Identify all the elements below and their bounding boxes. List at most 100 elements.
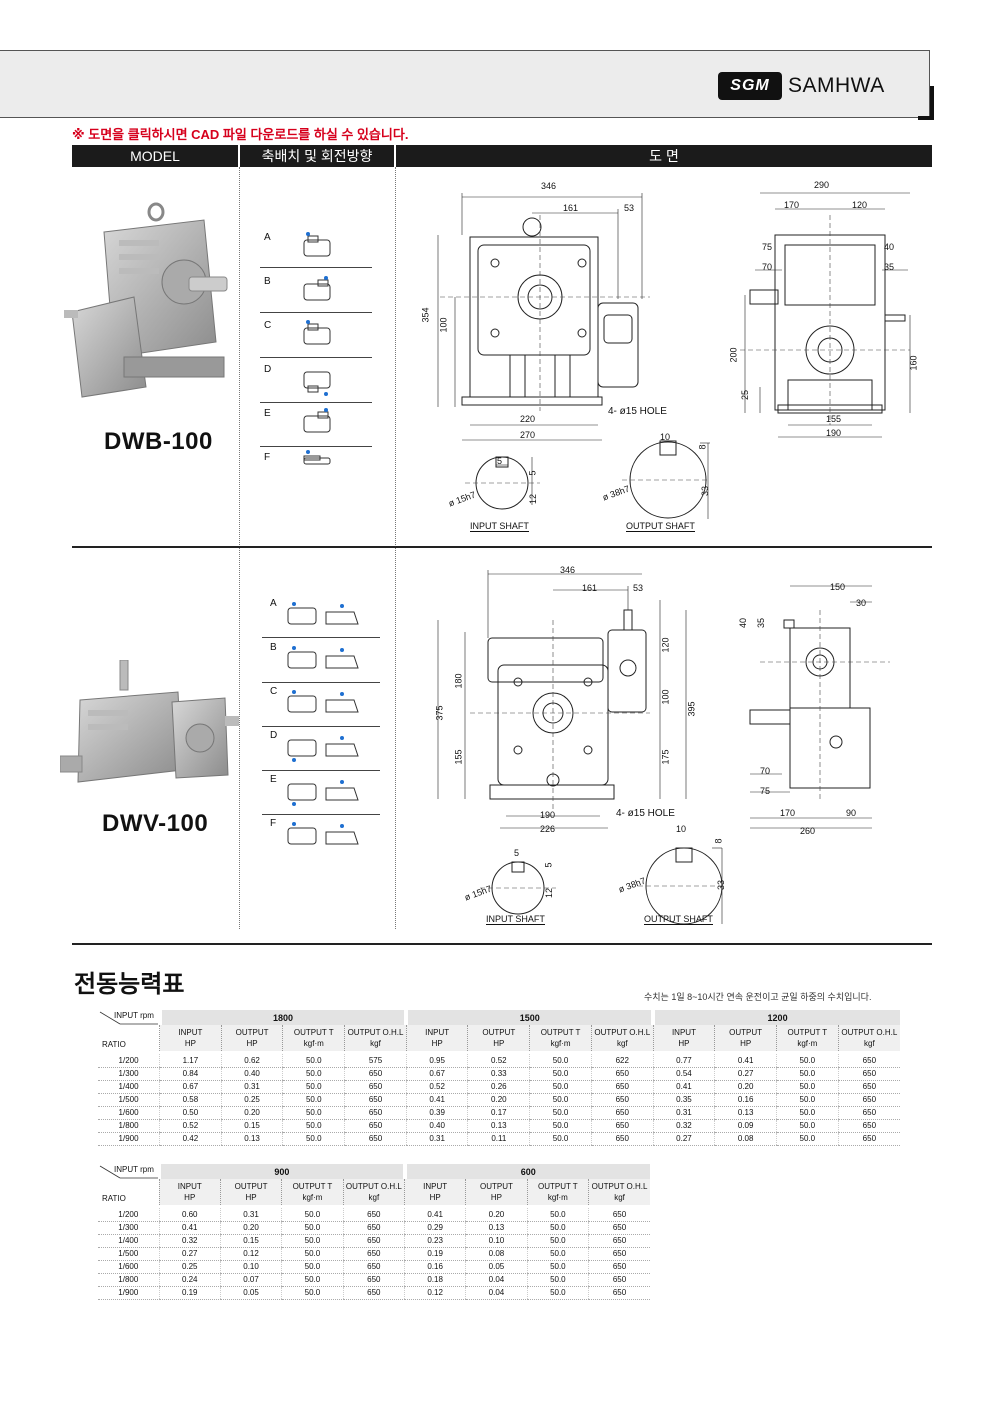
value-cell: 50.0 [529, 1106, 592, 1120]
value-cell: 650 [588, 1234, 650, 1248]
value-cell: 50.0 [529, 1067, 592, 1081]
dim-label: 5 [514, 848, 520, 858]
subheader-line-1: INPUT [178, 1028, 203, 1037]
value-cell: 50.0 [529, 1054, 592, 1068]
option-letter-f: F [264, 452, 271, 463]
subheader-line-2: HP [740, 1039, 752, 1048]
dim-label: 395 [686, 701, 697, 717]
ratio-cell: 1/200 [98, 1054, 160, 1068]
dim-label: 75 [762, 242, 773, 252]
section-divider-2 [72, 943, 932, 945]
corner-rpm-label: INPUT rpm [114, 1165, 154, 1174]
value-cell: 0.25 [220, 1093, 283, 1107]
value-cell: 0.15 [219, 1234, 282, 1248]
value-cell: 650 [344, 1106, 407, 1120]
dim-label: 226 [540, 824, 556, 834]
dim-label: 33 [716, 879, 727, 891]
value-cell: 650 [837, 1106, 900, 1120]
value-cell: 50.0 [281, 1208, 344, 1222]
value-cell: 0.07 [219, 1273, 282, 1287]
value-cell: 50.0 [282, 1067, 345, 1081]
value-cell: 50.0 [282, 1106, 345, 1120]
value-cell: 0.13 [467, 1119, 530, 1133]
option-separator [260, 312, 372, 313]
value-cell: 50.0 [775, 1119, 839, 1133]
model-name-dwb-100: DWB-100 [104, 428, 213, 455]
rpm-group-header: 1800 [157, 1010, 407, 1025]
dwv-100-product-photo[interactable] [60, 660, 240, 790]
ratio-cell: 1/800 [98, 1119, 160, 1133]
dwv-shaft-arrangement-icons[interactable] [284, 600, 374, 850]
value-cell: 50.0 [281, 1273, 344, 1287]
value-cell: 0.52 [467, 1054, 530, 1068]
dim-label: 30 [856, 598, 867, 608]
value-cell: 0.58 [159, 1093, 222, 1107]
value-cell: 0.09 [714, 1119, 777, 1133]
value-cell: 650 [344, 1119, 407, 1133]
value-cell: 0.40 [405, 1119, 468, 1133]
subheader-line-1: OUTPUT O.H.L [347, 1028, 404, 1037]
value-cell: 50.0 [526, 1260, 589, 1274]
value-cell: 50.0 [529, 1080, 592, 1094]
dim-label: 33 [700, 485, 711, 497]
dwb-100-product-photo[interactable] [64, 192, 244, 412]
value-cell: 0.20 [219, 1221, 282, 1235]
subheader-line-2: HP [429, 1193, 441, 1202]
value-cell: 0.19 [158, 1286, 221, 1300]
value-cell: 50.0 [282, 1080, 345, 1094]
value-cell: 0.15 [220, 1119, 283, 1133]
subheader-line-1: OUTPUT T [540, 1028, 581, 1037]
value-cell: 650 [342, 1208, 405, 1222]
subheader-line-1: OUTPUT T [292, 1182, 333, 1191]
option-separator [262, 682, 380, 683]
dim-label: 75 [760, 786, 771, 796]
value-cell: 0.04 [465, 1286, 528, 1300]
option-separator [262, 814, 380, 815]
value-cell: 0.50 [159, 1106, 222, 1120]
value-cell: 0.20 [465, 1208, 528, 1222]
rpm-group-header: 600 [402, 1164, 650, 1179]
option-letter-a: A [270, 598, 277, 609]
dim-label: 190 [826, 428, 842, 438]
value-cell: 650 [837, 1119, 900, 1133]
subheader-line-2: kgf [614, 1193, 625, 1202]
value-cell: 0.20 [467, 1093, 530, 1107]
value-cell: 0.16 [404, 1260, 466, 1274]
value-cell: 50.0 [282, 1119, 345, 1133]
value-cell: 0.04 [465, 1273, 528, 1287]
dwv-100-technical-drawing[interactable] [410, 570, 930, 940]
dim-label: 220 [520, 414, 536, 424]
value-cell: 650 [342, 1234, 405, 1248]
value-cell: 650 [342, 1273, 405, 1287]
value-cell: 50.0 [775, 1054, 839, 1068]
value-cell: 575 [344, 1054, 407, 1068]
subheader-line-2: kgf·m [303, 1039, 324, 1048]
value-cell: 50.0 [281, 1234, 344, 1248]
dwb-shaft-arrangement-icons[interactable] [296, 226, 340, 466]
value-cell: 622 [590, 1054, 654, 1068]
subheader-line-1: OUTPUT [234, 1182, 268, 1191]
value-cell: 0.52 [405, 1080, 468, 1094]
value-cell: 0.11 [467, 1132, 530, 1146]
ratio-cell: 1/600 [98, 1106, 160, 1120]
dim-hole-label: 4- ø15 HOLE [616, 808, 675, 819]
ratio-cell: 1/900 [98, 1132, 160, 1146]
value-cell: 0.32 [652, 1119, 715, 1133]
value-cell: 0.84 [159, 1067, 222, 1081]
subheader-line-2: HP [184, 1039, 196, 1048]
dwb-100-technical-drawing[interactable] [410, 175, 930, 545]
dim-label: 346 [541, 181, 557, 191]
dim-label: 155 [826, 414, 842, 424]
dim-label: 53 [633, 583, 644, 593]
dim-label: 170 [784, 200, 800, 210]
value-cell: 0.41 [714, 1054, 777, 1068]
dim-label: 170 [780, 808, 796, 818]
